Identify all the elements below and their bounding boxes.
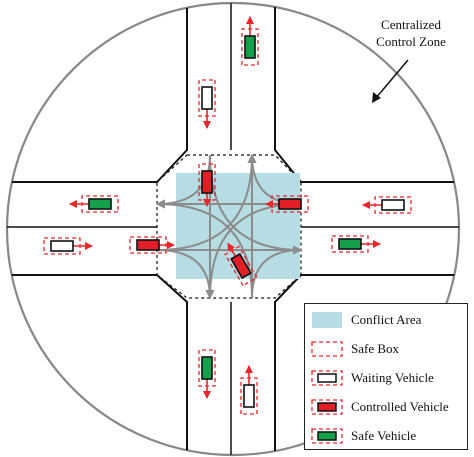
vehicles: [43, 16, 412, 415]
intersection-boundary: [156, 154, 302, 299]
legend-item-safe-box: Safe Box: [305, 338, 467, 362]
legend-label-controlled-vehicle: Controlled Vehicle: [351, 399, 449, 414]
controlled-vehicle-5: [265, 195, 309, 213]
legend-item-controlled-vehicle: Controlled Vehicle: [305, 396, 467, 420]
safe-vehicle-swatch: [311, 428, 343, 444]
safe-vehicle-9: [331, 235, 381, 253]
vehicle-body: [243, 384, 255, 408]
waiting-vehicle-12: [240, 365, 258, 415]
safe-box-swatch: [311, 341, 343, 357]
legend-item-conflict-area: Conflict Area: [305, 309, 467, 333]
control-zone-label: Centralized Control Zone: [352, 16, 470, 50]
vehicle-body: [201, 86, 213, 110]
vehicle-body: [244, 35, 256, 59]
safe-vehicle-11: [198, 349, 216, 399]
controlled-vehicle-8: [129, 236, 175, 254]
legend: Conflict Area Safe Box Waiting Vehicle C…: [304, 303, 468, 450]
controlled-vehicle-3: [198, 163, 216, 207]
vehicle-body: [50, 240, 74, 252]
vehicle-body: [381, 199, 405, 211]
control-zone-label-line1: Centralized: [381, 17, 441, 32]
legend-label-conflict-area: Conflict Area: [351, 312, 422, 327]
safe-vehicle-4: [69, 195, 119, 213]
zone-pointer-arrowhead: [372, 92, 381, 103]
vehicle-body: [338, 238, 362, 250]
waiting-vehicle-6: [362, 196, 412, 214]
legend-label-safe-box: Safe Box: [351, 341, 400, 356]
vehicle-body: [88, 198, 112, 210]
legend-label-safe-vehicle: Safe Vehicle: [351, 428, 417, 443]
controlled-vehicle-swatch: [311, 399, 343, 415]
waiting-vehicle-2: [198, 79, 216, 129]
vehicle-body: [201, 170, 213, 194]
legend-item-waiting-vehicle: Waiting Vehicle: [305, 367, 467, 391]
waiting-vehicle-swatch: [311, 370, 343, 386]
vehicle-body: [201, 356, 213, 380]
vehicle-body: [230, 252, 252, 280]
legend-label-waiting-vehicle: Waiting Vehicle: [351, 370, 434, 385]
zone-pointer-arrow: [374, 59, 409, 100]
legend-item-safe-vehicle: Safe Vehicle: [305, 425, 467, 449]
control-zone-label-line2: Control Zone: [376, 34, 446, 49]
control-zone-circle: [5, 1, 461, 457]
vehicle-body: [136, 239, 160, 251]
vehicle-body: [278, 198, 302, 210]
safe-vehicle-1: [241, 16, 259, 66]
waiting-vehicle-7: [43, 237, 93, 255]
conflict-area-swatch: [312, 312, 342, 328]
